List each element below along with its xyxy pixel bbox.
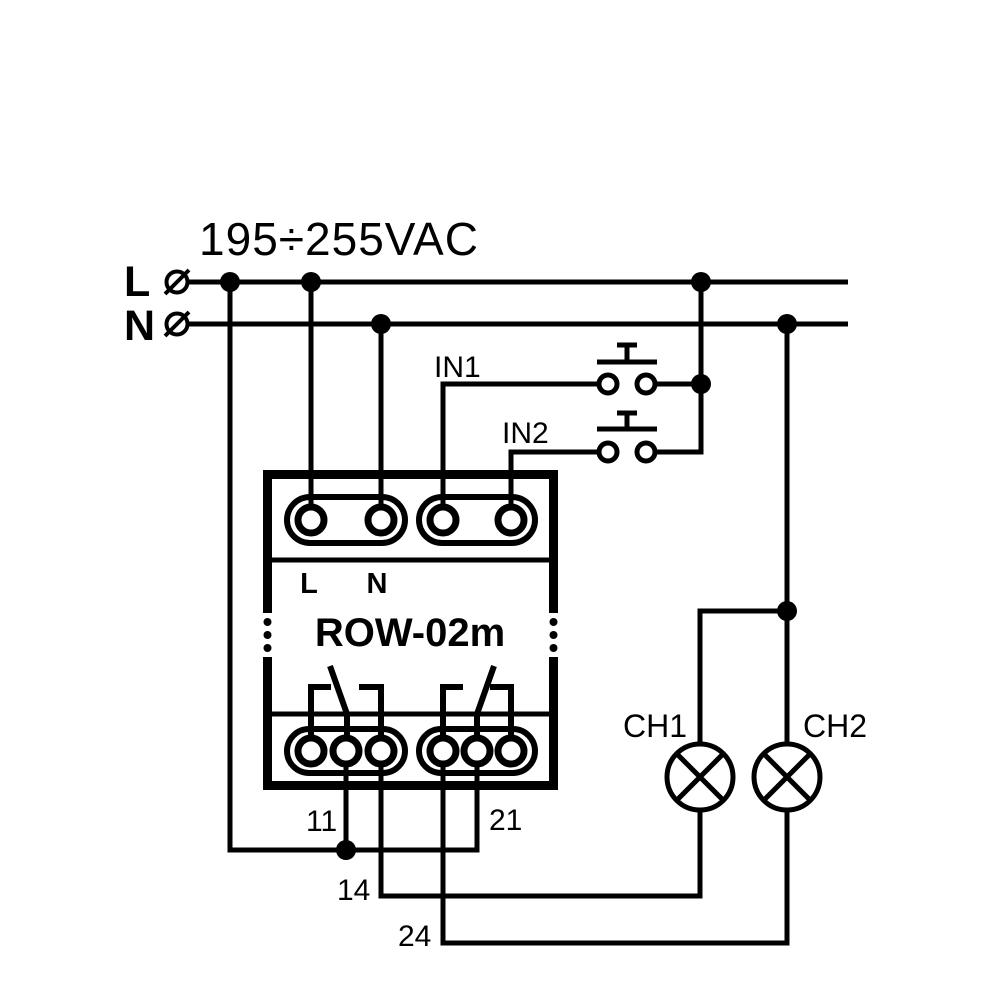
junction-dot (371, 314, 391, 334)
in2-to-l-wire (657, 282, 704, 455)
ch1-lamp-circle (664, 741, 736, 813)
terminal-11 (329, 734, 363, 768)
top-terminal-block-ln (284, 494, 408, 546)
junction-dot (777, 601, 797, 621)
junction-dot (777, 314, 797, 334)
ch2-lamp-cross (761, 751, 813, 803)
ch1-top-wire (697, 608, 787, 744)
bottom-terminal-block-relay2 (416, 726, 538, 776)
ch2-lamp-icon (751, 741, 823, 813)
terminal-l (294, 503, 328, 537)
supply-rails: L N 195÷255VAC (124, 213, 848, 350)
terminal-24 (426, 734, 460, 768)
junction-dot (301, 272, 321, 292)
in1-contact-left (596, 372, 620, 396)
in2-label: IN2 (502, 417, 549, 450)
terminal-in1 (426, 503, 460, 537)
n-source-terminal-slash-icon (163, 310, 191, 338)
break-dot (263, 618, 272, 626)
din-break-dots-left (263, 618, 272, 652)
junction-dot (220, 272, 240, 292)
l-source-terminal-slash-icon (163, 268, 191, 296)
bottom-terminal-block-relay1 (284, 726, 408, 776)
terminal-12 (294, 734, 328, 768)
break-dot (549, 618, 558, 626)
junction-dot (691, 272, 711, 292)
din-break-dots-right (549, 618, 558, 652)
in2-pushbutton-icon (596, 410, 658, 464)
break-dot (549, 644, 558, 652)
terminal-housing (416, 494, 538, 546)
break-dot (263, 644, 272, 652)
contact-14-label: 14 (337, 874, 370, 907)
ch1-lamp-icon (664, 741, 736, 813)
junction-dot (336, 840, 356, 860)
terminal-21 (460, 734, 494, 768)
junction-dots (220, 272, 797, 860)
break-dot (549, 631, 558, 639)
ch2-label: CH2 (803, 708, 867, 744)
in1-contact-right (634, 372, 658, 396)
terminal-l-label: L (300, 568, 318, 600)
ch1-label: CH1 (623, 708, 687, 744)
terminal-housing (416, 726, 538, 776)
n-rail-label: N (124, 302, 155, 350)
terminal-housing (284, 494, 408, 546)
terminal-in2 (494, 503, 528, 537)
l-rail-label: L (124, 258, 150, 306)
ch2-lamp-circle (751, 741, 823, 813)
contact-labels: 11 21 14 24 (306, 804, 522, 953)
break-dot (263, 631, 272, 639)
in2-contact-left (596, 440, 620, 464)
contact24-to-ch2-wire (440, 751, 790, 946)
contact-24-label: 24 (398, 920, 431, 953)
terminal-n (364, 503, 398, 537)
in1-label: IN1 (434, 351, 481, 384)
terminal-22 (494, 734, 528, 768)
relay-device: L N ROW-02m (261, 470, 560, 790)
terminal-14 (364, 734, 398, 768)
terminal-n-label: N (367, 568, 388, 600)
input-buttons: IN1 IN2 (434, 342, 658, 464)
contact-11-label: 11 (306, 805, 337, 838)
in2-contact-right (634, 440, 658, 464)
voltage-range-label: 195÷255VAC (199, 213, 479, 265)
contact-21-label: 21 (489, 804, 522, 837)
contact14-to-ch1-wire (378, 751, 703, 899)
top-terminal-block-inputs (416, 494, 538, 546)
terminal-housing (284, 726, 408, 776)
ch1-lamp-cross (674, 751, 726, 803)
load-lamps: CH1 CH2 (623, 708, 867, 813)
device-model-label: ROW-02m (315, 611, 505, 655)
junction-dot (691, 374, 711, 394)
in1-pushbutton-icon (596, 342, 658, 396)
